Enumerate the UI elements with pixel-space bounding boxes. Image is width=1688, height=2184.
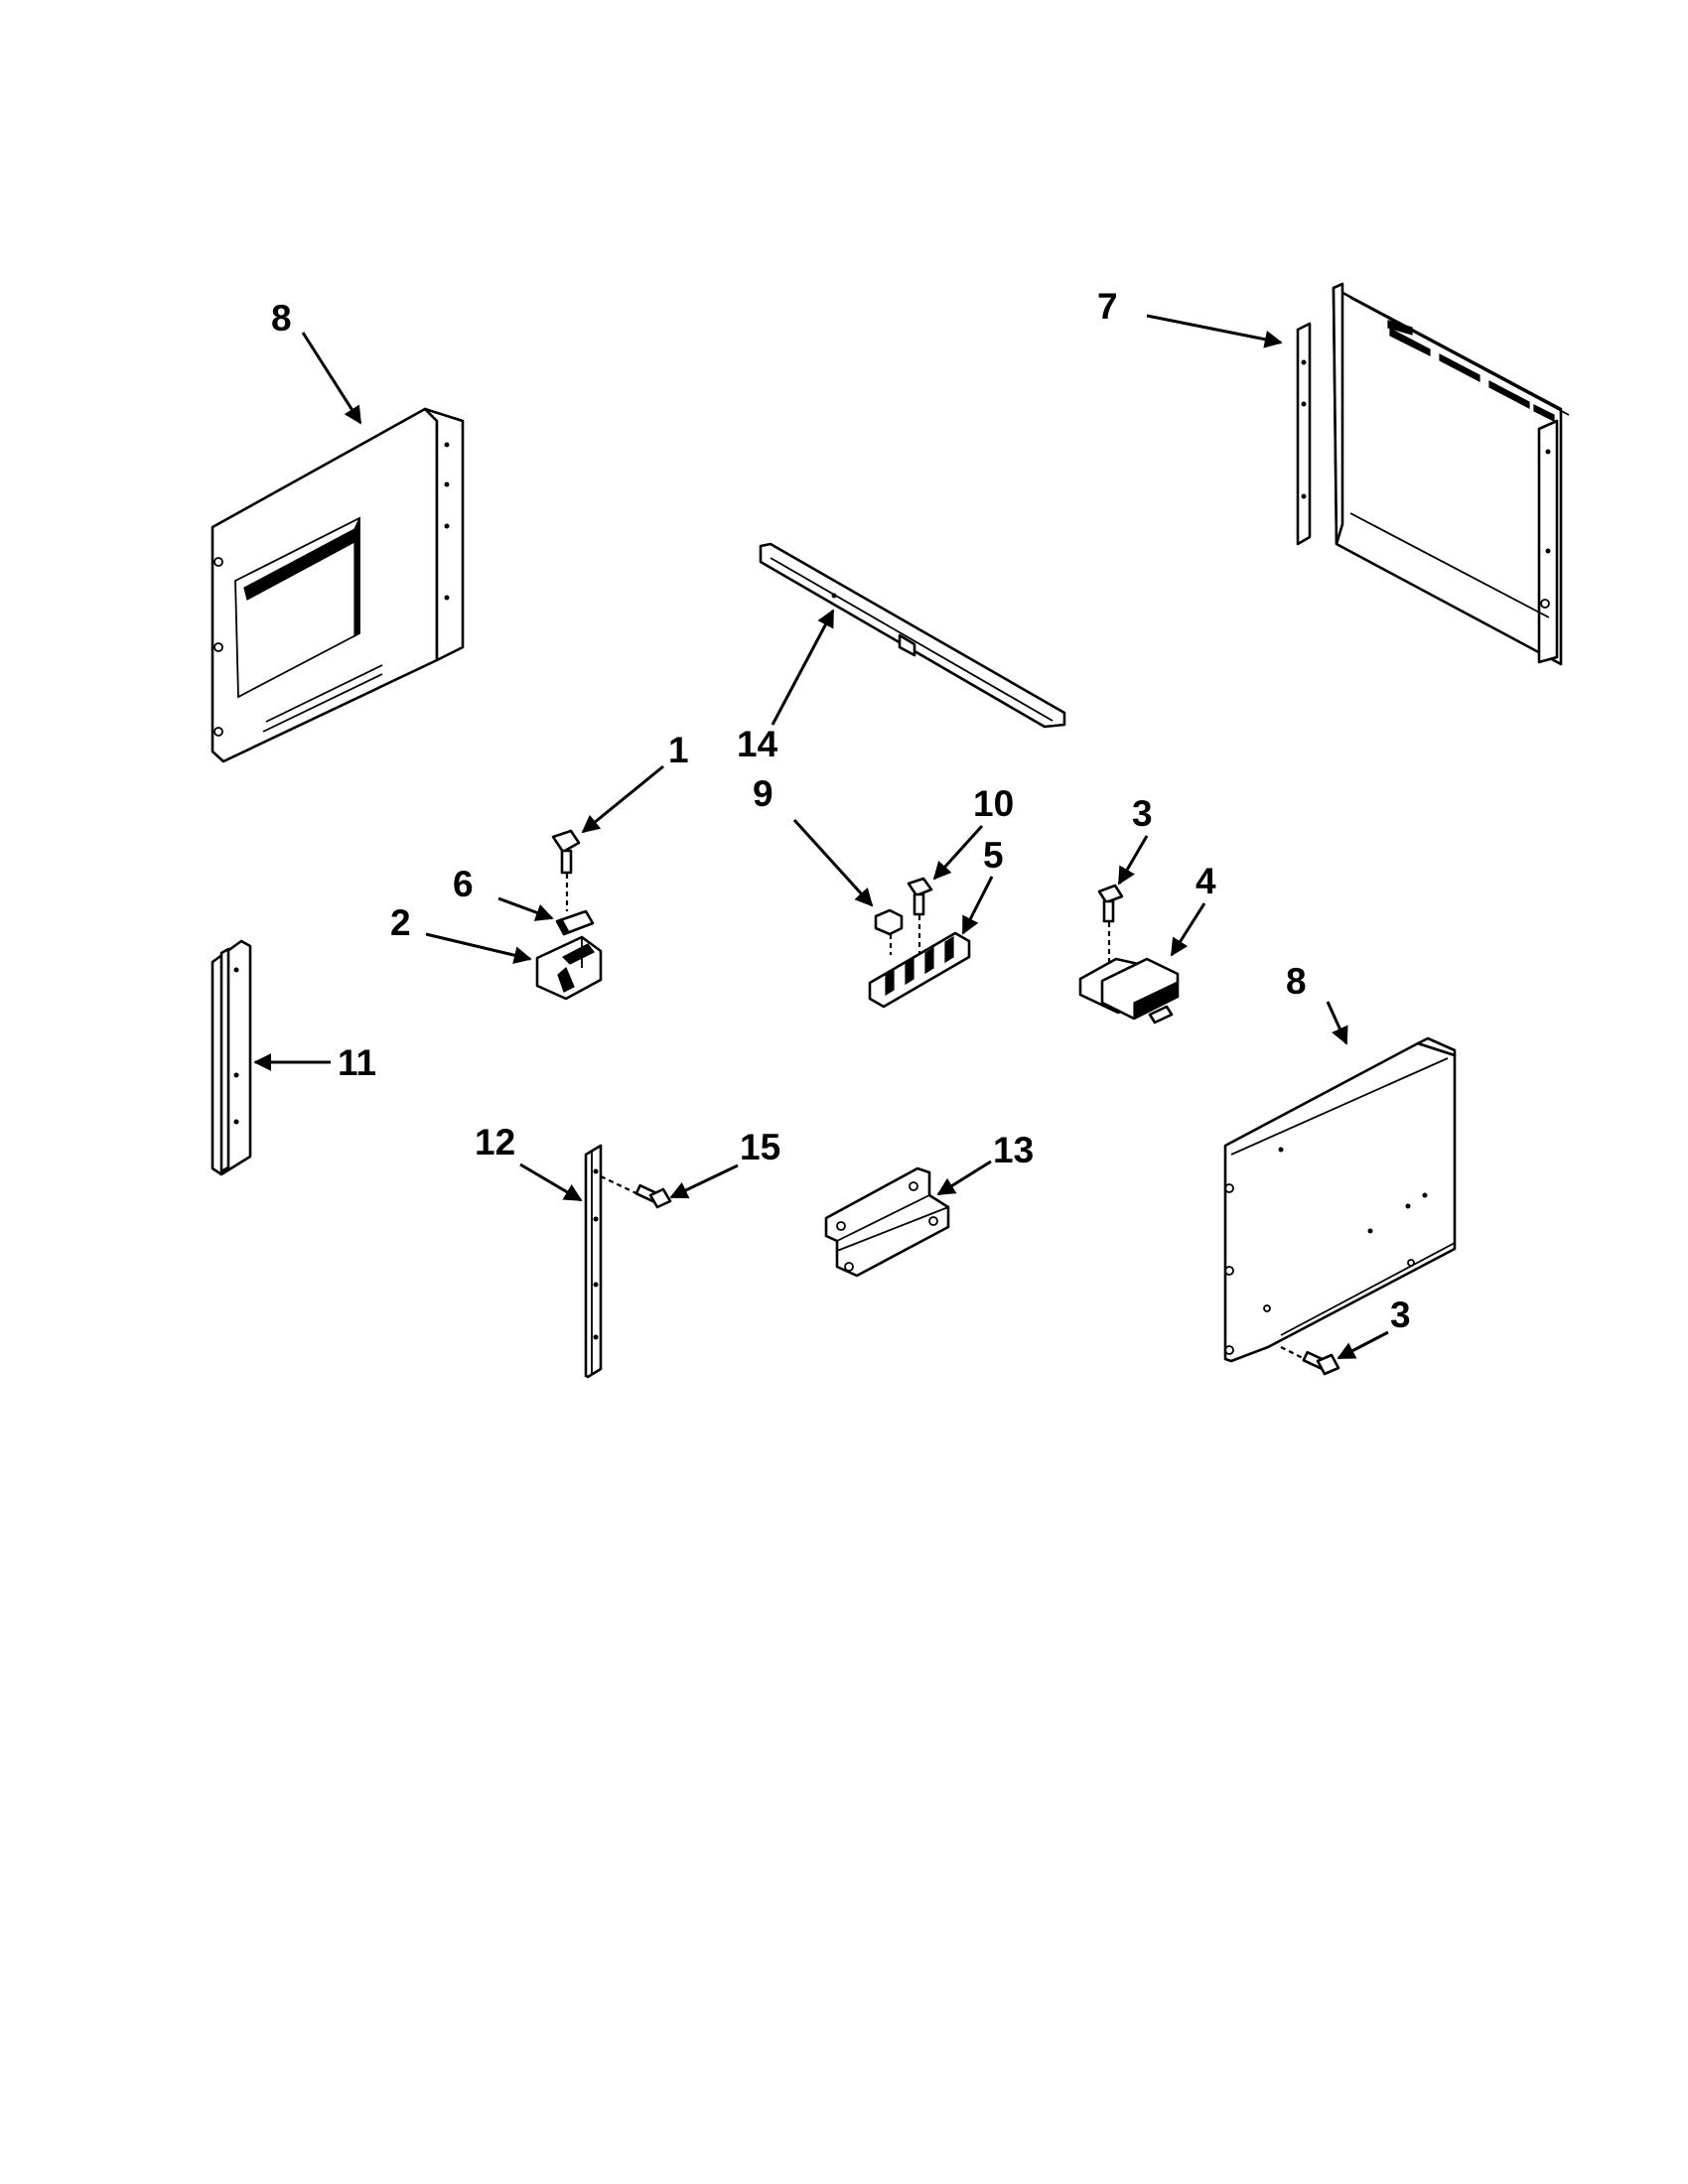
z-bracket-part-13 [824,1166,950,1278]
callout-11: 11 [338,1042,376,1083]
callout-14: 14 [737,724,778,764]
support-rail [759,542,1066,729]
callout-15: 15 [740,1127,780,1167]
leader-5 [961,876,994,935]
leader-7 [1146,314,1283,348]
control-box-part-4 [1078,957,1180,1024]
leader-4 [1170,902,1206,957]
callout-13: 13 [993,1130,1034,1170]
strip-part-12 [584,1144,603,1379]
leader-3-upper [1117,835,1149,886]
screw-part-15 [600,1175,672,1209]
screw-part-3-lower [1280,1346,1340,1376]
callout-labels: 8 7 14 1 9 10 5 3 4 6 2 8 11 12 15 13 3 [271,286,1411,1335]
fuse-part-6 [555,909,595,936]
wire-holder-part-5 [868,931,971,1009]
callout-2: 2 [390,902,411,943]
nut-part-9 [874,908,904,955]
callout-1: 1 [668,730,689,770]
callout-8-upper: 8 [271,298,292,339]
callout-9: 9 [753,773,774,814]
callout-6: 6 [453,864,474,904]
leader-lines [253,314,1389,1360]
screw-part-1 [551,829,581,911]
callout-8-lower: 8 [1286,961,1307,1002]
leader-8-upper [301,332,362,425]
callout-12: 12 [475,1122,515,1162]
rear-panel [1296,282,1570,666]
leader-12 [519,1162,583,1202]
callout-10: 10 [973,783,1014,824]
leader-8-lower [1326,1001,1348,1045]
callout-3-lower: 3 [1390,1295,1411,1335]
leader-3-lower [1336,1330,1389,1360]
leader-13 [936,1160,992,1196]
bracket-part-11 [211,939,252,1176]
leader-9 [792,818,874,907]
leader-2 [425,932,532,965]
side-panel-right [1223,1036,1457,1363]
callout-5: 5 [983,835,1004,876]
leader-6 [497,896,554,921]
callout-3-upper: 3 [1132,793,1153,834]
screw-part-10 [907,877,933,953]
screw-part-3-upper [1097,884,1124,965]
terminal-block-part-2 [535,935,603,1001]
leader-14 [771,609,835,726]
callout-4: 4 [1196,861,1216,901]
callout-7: 7 [1097,286,1118,327]
leader-10 [932,824,984,881]
leader-15 [669,1163,739,1199]
leader-1 [581,764,664,834]
side-panel-left [211,407,465,763]
